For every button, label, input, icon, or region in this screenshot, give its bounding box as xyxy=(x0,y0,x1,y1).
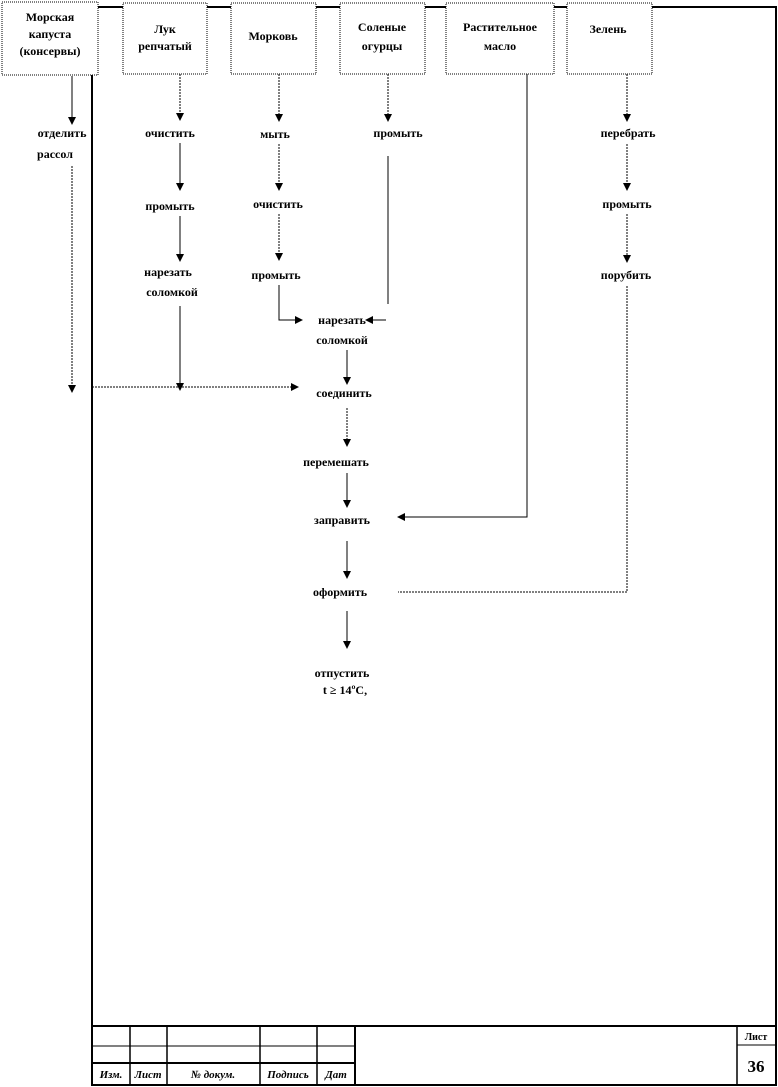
title-block: Изм. Лист № докум. Подпись Дат Лист 36 xyxy=(92,1025,776,1085)
box-label: Соленые xyxy=(358,20,407,34)
ingredient-box-seaweed: Морская капуста (консервы) xyxy=(1,1,99,76)
column-label-sheet: Лист xyxy=(133,1069,162,1081)
box-label: Лук xyxy=(154,22,176,36)
box-label: Зелень xyxy=(590,22,628,36)
box-label: Морская xyxy=(26,10,75,24)
sheet-label: Лист xyxy=(745,1032,768,1043)
box-label: Морковь xyxy=(248,29,298,43)
step-label: оформить xyxy=(313,585,368,599)
step-label: соломкой xyxy=(146,285,198,299)
column-label-date: Дат xyxy=(324,1069,347,1081)
step-label: промыть xyxy=(251,268,301,282)
box-label: (консервы) xyxy=(20,44,81,58)
step-label: отделить xyxy=(38,126,88,140)
column-label-doc-number: № докум. xyxy=(190,1069,235,1081)
step-label: заправить xyxy=(314,513,371,527)
box-label: репчатый xyxy=(138,39,192,53)
step-label: промыть xyxy=(145,199,195,213)
page-frame xyxy=(91,6,777,1086)
step-label: порубить xyxy=(601,268,652,282)
step-label: рассол xyxy=(37,147,73,161)
step-label: нарезать xyxy=(144,265,192,279)
ingredient-box-oil: Растительное масло xyxy=(445,2,555,75)
ingredient-box-pickles: Соленые огурцы xyxy=(339,2,426,75)
step-label: отпустить xyxy=(315,666,370,680)
ingredient-box-greens: Зелень xyxy=(566,2,653,75)
step-label: очистить xyxy=(253,197,303,211)
connector-line xyxy=(398,286,628,593)
column-label-signature: Подпись xyxy=(266,1069,309,1081)
step-label: мыть xyxy=(260,127,290,141)
sheet-number: 36 xyxy=(748,1057,765,1076)
arrow xyxy=(397,74,528,521)
box-label: Растительное xyxy=(463,20,538,34)
arrow xyxy=(278,285,303,324)
box-label: масло xyxy=(484,39,516,53)
step-label: нарезать xyxy=(318,313,366,327)
step-label: перебрать xyxy=(601,126,656,140)
ingredient-box-onion: Лук репчатый xyxy=(122,2,208,75)
step-label: перемешать xyxy=(303,455,369,469)
step-label: t ≥ 14ºC, xyxy=(323,683,367,697)
box-label: капуста xyxy=(29,27,72,41)
step-label: соломкой xyxy=(316,333,368,347)
step-label: соединить xyxy=(316,386,372,400)
column-label-change: Изм. xyxy=(99,1069,123,1081)
ingredient-box-carrot: Морковь xyxy=(230,2,317,75)
step-label: очистить xyxy=(145,126,195,140)
step-label: промыть xyxy=(373,126,423,140)
box-label: огурцы xyxy=(362,39,403,53)
step-label: промыть xyxy=(602,197,652,211)
